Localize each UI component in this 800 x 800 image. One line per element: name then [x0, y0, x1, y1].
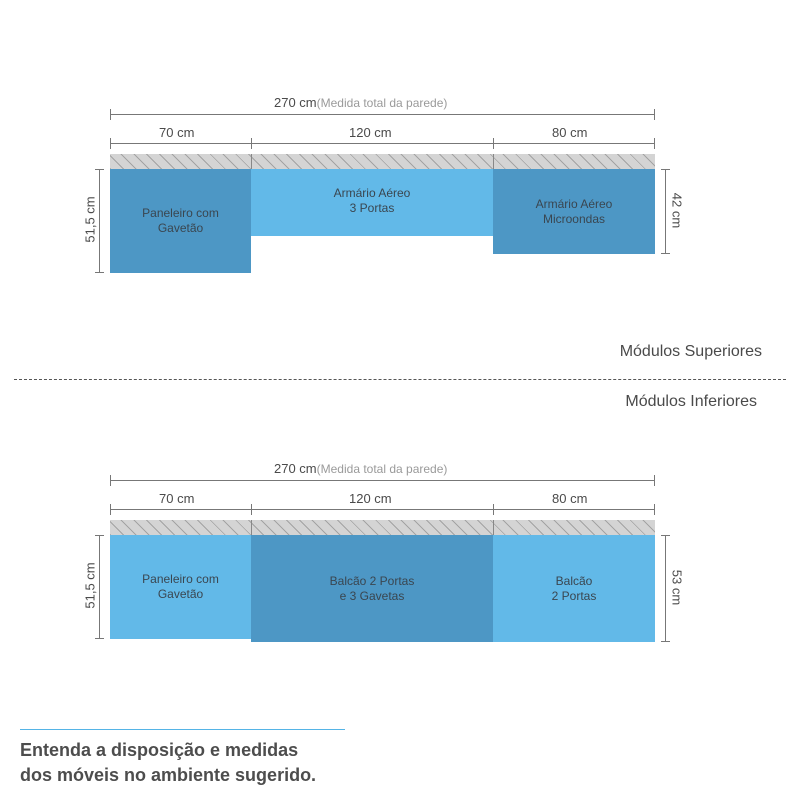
- upper-seg-tick-0: [110, 138, 111, 149]
- footer-accent-rule: [20, 729, 345, 730]
- upper-total-dimension-line: [110, 114, 655, 115]
- upper-module-paneleiro: Paneleiro com Gavetão: [110, 169, 251, 273]
- upper-right-height-line: [665, 169, 666, 254]
- upper-seg-tick-3: [654, 138, 655, 149]
- upper-total-tick-left: [110, 109, 111, 120]
- lower-total-dimension-line: [110, 480, 655, 481]
- lower-segment-dimension-line: [110, 509, 655, 510]
- upper-right-height-tick-top: [661, 169, 670, 170]
- lower-seg-tick-2: [493, 504, 494, 515]
- lower-module-paneleiro-label: Paneleiro com Gavetão: [142, 572, 219, 601]
- upper-segment-label-3: 80 cm: [549, 125, 591, 140]
- lower-total-tick-right: [654, 475, 655, 486]
- lower-right-height-tick-top: [661, 535, 670, 536]
- upper-right-height-tick-bottom: [661, 253, 670, 254]
- footer-caption-line-2: dos móveis no ambiente sugerido.: [20, 765, 317, 785]
- lower-total-tick-left: [110, 475, 111, 486]
- lower-segment-label-2: 120 cm: [346, 491, 395, 506]
- upper-segment-label-2: 120 cm: [346, 125, 395, 140]
- upper-module-armario-microondas-label: Armário Aéreo Microondas: [535, 196, 613, 226]
- lower-module-balcao-2-portas-3-gavetas-label: Balcão 2 Portas e 3 Gavetas: [329, 573, 415, 603]
- upper-left-height-line: [99, 169, 100, 273]
- lower-section-title: Módulos Inferiores: [625, 393, 757, 410]
- lower-segment-label-3: 80 cm: [549, 491, 591, 506]
- footer-caption: Entenda a disposição e medidas dos móvei…: [20, 738, 316, 788]
- upper-module-armario-3-portas-label: Armário Aéreo 3 Portas: [333, 186, 411, 215]
- lower-right-height-tick-bottom: [661, 641, 670, 642]
- lower-seg-tick-3: [654, 504, 655, 515]
- upper-total-value: 270 cm: [274, 95, 317, 110]
- lower-segment-label-1: 70 cm: [156, 491, 198, 506]
- lower-right-height-label: 53 cm: [669, 565, 685, 610]
- lower-wall-separator-2: [493, 520, 494, 535]
- lower-seg-tick-1: [251, 504, 252, 515]
- lower-seg-tick-0: [110, 504, 111, 515]
- lower-left-height-tick-top: [95, 535, 104, 536]
- upper-module-armario-3-portas: Armário Aéreo 3 Portas: [251, 169, 493, 236]
- lower-left-height-label: 51,5 cm: [82, 557, 98, 614]
- upper-left-height-tick-top: [95, 169, 104, 170]
- upper-total-note: (Medida total da parede): [316, 96, 448, 110]
- upper-seg-tick-1: [251, 138, 252, 149]
- lower-left-height-line: [99, 535, 100, 639]
- upper-wall-separator-1: [251, 154, 252, 169]
- upper-module-paneleiro-label: Paneleiro com Gavetão: [142, 206, 219, 235]
- lower-module-balcao-2-portas-label: Balcão 2 Portas: [551, 573, 597, 603]
- lower-module-paneleiro: Paneleiro com Gavetão: [110, 535, 251, 639]
- upper-wall-hatch: [110, 154, 655, 169]
- lower-total-value: 270 cm: [274, 461, 317, 476]
- upper-wall-separator-2: [493, 154, 494, 169]
- lower-module-balcao-2-portas-3-gavetas: Balcão 2 Portas e 3 Gavetas: [251, 535, 493, 642]
- upper-total-tick-right: [654, 109, 655, 120]
- lower-total-note: (Medida total da parede): [316, 462, 448, 476]
- upper-module-armario-microondas: Armário Aéreo Microondas: [493, 169, 655, 254]
- lower-right-height-line: [665, 535, 666, 642]
- section-divider: [14, 379, 786, 380]
- footer-caption-line-1: Entenda a disposição e medidas: [20, 740, 299, 760]
- upper-total-dimension-label: 270 cm(Medida total da parede): [271, 95, 451, 110]
- upper-right-height-label: 42 cm: [669, 188, 685, 233]
- lower-left-height-tick-bottom: [95, 638, 104, 639]
- lower-wall-separator-1: [251, 520, 252, 535]
- lower-total-dimension-label: 270 cm(Medida total da parede): [271, 461, 451, 476]
- upper-left-height-label: 51,5 cm: [82, 191, 98, 248]
- lower-wall-hatch: [110, 520, 655, 535]
- upper-segment-label-1: 70 cm: [156, 125, 198, 140]
- upper-seg-tick-2: [493, 138, 494, 149]
- upper-section-title: Módulos Superiores: [619, 343, 762, 360]
- upper-left-height-tick-bottom: [95, 272, 104, 273]
- upper-segment-dimension-line: [110, 143, 655, 144]
- lower-module-balcao-2-portas: Balcão 2 Portas: [493, 535, 655, 642]
